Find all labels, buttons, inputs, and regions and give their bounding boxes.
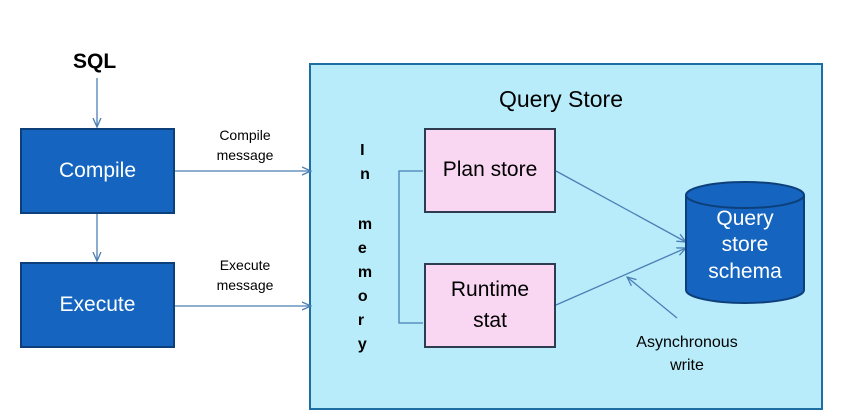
in-memory-letter: I [360, 142, 365, 159]
execute-message-label: Execute message [216, 257, 274, 294]
in-memory-letter: m [357, 216, 373, 233]
in-memory-bracket [398, 170, 423, 324]
execute-box: Execute [20, 262, 175, 348]
async-write-pointer [627, 277, 678, 319]
schema-cylinder [685, 181, 805, 304]
plan-store-box: Plan store [424, 128, 556, 213]
in-memory-letter: r [357, 312, 365, 329]
compile-message-label: Compile message [216, 127, 274, 164]
execute-box-label: Execute [59, 293, 136, 316]
schema-label: Query store schema [708, 207, 782, 283]
in-memory-letter: m [357, 264, 373, 281]
plan-store-to-schema-arrow [555, 170, 686, 242]
plan-store-label: Plan store [442, 158, 538, 182]
in-memory-letter: y [357, 336, 367, 353]
query-store-title: Query Store [499, 86, 623, 112]
runtime-stat-label: Runtime stat [450, 278, 530, 332]
compile-box-label: Compile [58, 159, 137, 182]
in-memory-letter: n [360, 166, 370, 183]
runtime-stat-box: Runtime stat [424, 263, 556, 348]
in-memory-letter: e [357, 240, 367, 257]
in-memory-letter: o [357, 288, 368, 305]
sql-label: SQL [73, 50, 117, 73]
async-write-label: Asynchronous write [636, 334, 738, 375]
compile-box: Compile [20, 128, 175, 214]
runtime-stat-to-schema-arrow [555, 248, 686, 306]
